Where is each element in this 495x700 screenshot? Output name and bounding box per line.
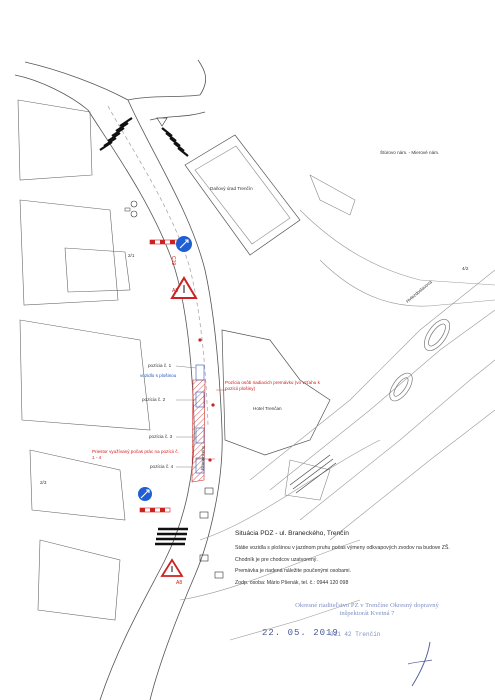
barrier-top [149,239,181,245]
stamp-date: 22. 05. 2019 [262,628,339,638]
traffic-control-points [198,338,215,462]
street-network-right [179,209,495,641]
sign-code-bottom: A8 [176,580,183,586]
work-zone-label: Priestor využívaný počas prác na pozícii… [92,449,179,460]
vehicle-positions [195,364,205,474]
hotel-label: Hotel Trenčan [253,406,282,411]
position-1-label: pozícia č. 1 [148,363,172,368]
leader-lines [175,365,226,468]
building-tax-office [184,134,301,256]
zebra-crossing-top-right [161,127,189,157]
position-2-label: pozícia č. 2 [142,397,166,402]
zebra-crossing-bottom [155,527,188,546]
position-3-label: pozícia č. 3 [149,434,173,439]
position-4-label: pozícia č. 4 [150,464,174,469]
warning-sign-mid [170,276,198,299]
parcel-label-1: 2/1 [128,253,135,258]
tax-office-label: Daňový úrad Trenčín [210,186,253,191]
mandatory-direction-sign-bottom [138,487,152,501]
stamp-postal: 911 42 Trenčín [330,631,381,638]
building-left-blocks [17,99,151,621]
give-way-sign-top [156,117,168,127]
sign-code-top: C19 [170,256,176,266]
warning-sign-bottom [160,558,184,577]
note-3: Premávka je riadená náležite poučenými o… [235,568,351,575]
parcel-label-3: 4/2 [462,266,469,271]
park-ovals [389,319,451,402]
plan-notes: Situácia PDZ - ul. Braneckého, Trenčín S… [235,530,470,591]
building-hotel [221,329,331,456]
barrier-bottom [139,507,171,513]
note-2: Chodník je pre chodcov uzatvorený. [235,556,318,563]
road-name-label: Braneckého [200,445,206,471]
parcel-label-2: 2/3 [40,480,47,485]
building-right-blocks [284,174,356,501]
note-4: Zodp. osoba: Mário Pšenák, tel. č.: 0944… [235,579,349,586]
rail-lines [289,454,337,494]
small-signs-left [124,200,138,218]
mandatory-direction-sign-top [176,236,192,252]
zebra-crossing-top-left [99,117,133,151]
bus-stop-marks [199,487,224,579]
road-top-intersection [14,59,207,121]
street-top-right-label: Štúrovo nám. - Mierové nám. [380,150,440,155]
plan-title: Situácia PDZ - ul. Braneckého, Trenčín [235,530,349,537]
signature-mark [407,641,433,687]
police-approval-stamp: Okresné riaditeľstvo PZ v Trenčíne Okres… [295,602,439,617]
traffic-persons-label: Pozícia osôb riadiacich premávku (vo vzť… [225,380,320,391]
sign-code-mid: A8 [172,288,179,294]
vehicle-label: vozidlo s plošinou [140,373,177,378]
note-1: Státie vozidla s plošinou v jazdnom pruh… [235,545,450,552]
